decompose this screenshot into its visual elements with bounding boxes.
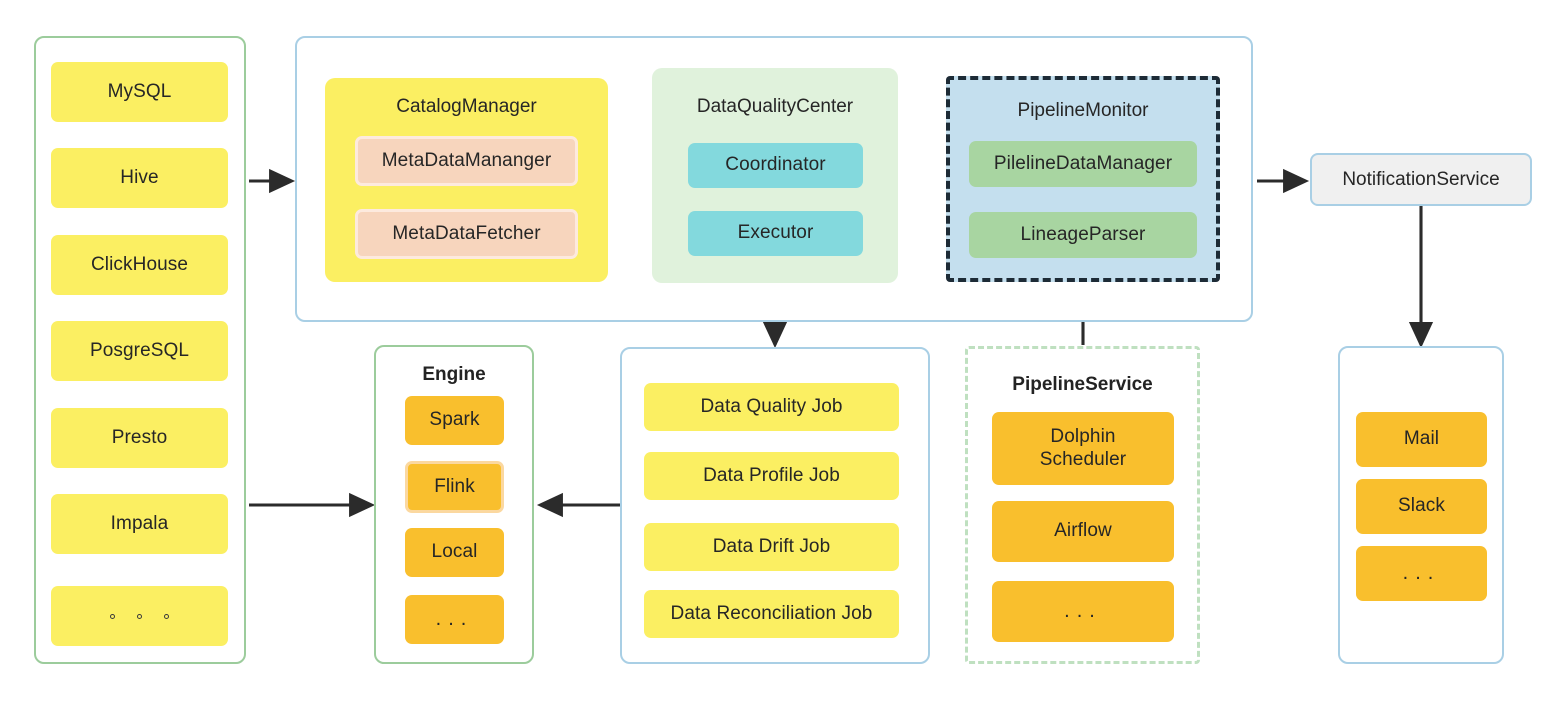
data-source-label: Impala	[110, 512, 169, 534]
submodule-label: Coordinator	[725, 154, 826, 176]
data-source-mysql[interactable]: MySQL	[51, 62, 228, 122]
data-source-impala[interactable]: Impala	[51, 494, 228, 554]
submodule-executor[interactable]: Executor	[688, 211, 863, 256]
submodule-coordinator[interactable]: Coordinator	[688, 143, 863, 188]
notification-channel-more[interactable]: ...	[1356, 546, 1487, 601]
data-source-label: Presto	[111, 426, 168, 448]
data-source-label: ClickHouse	[90, 253, 189, 275]
engine-item-more[interactable]: ...	[405, 595, 504, 644]
submodule-metadata-fetcher[interactable]: MetaDataFetcher	[355, 209, 578, 259]
notification-service-node[interactable]: NotificationService	[1310, 153, 1532, 206]
job-data-profile[interactable]: Data Profile Job	[644, 452, 899, 500]
engine-item-label: Flink	[434, 475, 475, 497]
submodule-pileline-data-manager[interactable]: PilelineDataManager	[969, 141, 1197, 187]
pipeline-service-item-label: Airflow	[1054, 520, 1112, 542]
data-source-presto[interactable]: Presto	[51, 408, 228, 468]
job-label: Data Profile Job	[703, 464, 840, 486]
data-source-clickhouse[interactable]: ClickHouse	[51, 235, 228, 295]
module-data-quality-center-title: DataQualityCenter	[696, 96, 854, 117]
notification-channel-label: Mail	[1403, 428, 1440, 450]
job-data-reconciliation[interactable]: Data Reconciliation Job	[644, 590, 899, 638]
notification-service-label: NotificationService	[1342, 168, 1500, 190]
pipeline-service-title: PipelineService	[1012, 374, 1153, 395]
submodule-lineage-parser[interactable]: LineageParser	[969, 212, 1197, 258]
engine-item-label: Spark	[429, 409, 480, 431]
notification-channel-label: Slack	[1398, 495, 1445, 517]
module-pipeline-monitor-title: PipelineMonitor	[1017, 100, 1149, 121]
engine-item-local[interactable]: Local	[405, 528, 504, 577]
submodule-label: MetaDataFetcher	[392, 222, 541, 244]
engine-item-label: ...	[435, 607, 474, 630]
pipeline-service-item-label: ...	[1064, 599, 1102, 622]
submodule-metadata-mananger[interactable]: MetaDataMananger	[355, 136, 578, 186]
submodule-label: PilelineDataManager	[993, 152, 1173, 174]
notification-channel-label: ...	[1402, 561, 1441, 584]
pipeline-service-item-more[interactable]: ...	[992, 581, 1174, 642]
engine-item-label: Local	[431, 541, 478, 563]
submodule-label: MetaDataMananger	[381, 149, 552, 171]
ellipsis-dots-icon	[110, 613, 169, 619]
data-source-label: PosgreSQL	[89, 339, 190, 361]
notification-channel-slack[interactable]: Slack	[1356, 479, 1487, 534]
job-label: Data Drift Job	[712, 535, 831, 557]
notification-channel-mail[interactable]: Mail	[1356, 412, 1487, 467]
job-data-quality[interactable]: Data Quality Job	[644, 383, 899, 431]
pipeline-service-item-label: Dolphin Scheduler	[1039, 426, 1127, 470]
data-source-label: MySQL	[107, 80, 172, 102]
data-source-more[interactable]	[51, 586, 228, 646]
job-label: Data Quality Job	[700, 395, 843, 417]
data-source-label: Hive	[120, 166, 159, 188]
engine-item-spark[interactable]: Spark	[405, 396, 504, 445]
job-data-drift[interactable]: Data Drift Job	[644, 523, 899, 571]
engine-panel-title: Engine	[422, 364, 486, 385]
engine-item-flink[interactable]: Flink	[405, 461, 504, 513]
data-source-posgresql[interactable]: PosgreSQL	[51, 321, 228, 381]
pipeline-service-item-airflow[interactable]: Airflow	[992, 501, 1174, 562]
submodule-label: LineageParser	[1020, 223, 1146, 245]
data-source-hive[interactable]: Hive	[51, 148, 228, 208]
job-label: Data Reconciliation Job	[670, 602, 873, 624]
submodule-label: Executor	[737, 222, 814, 244]
pipeline-service-item-dolphin-scheduler[interactable]: Dolphin Scheduler	[992, 412, 1174, 485]
module-catalog-manager-title: CatalogManager	[396, 96, 537, 117]
